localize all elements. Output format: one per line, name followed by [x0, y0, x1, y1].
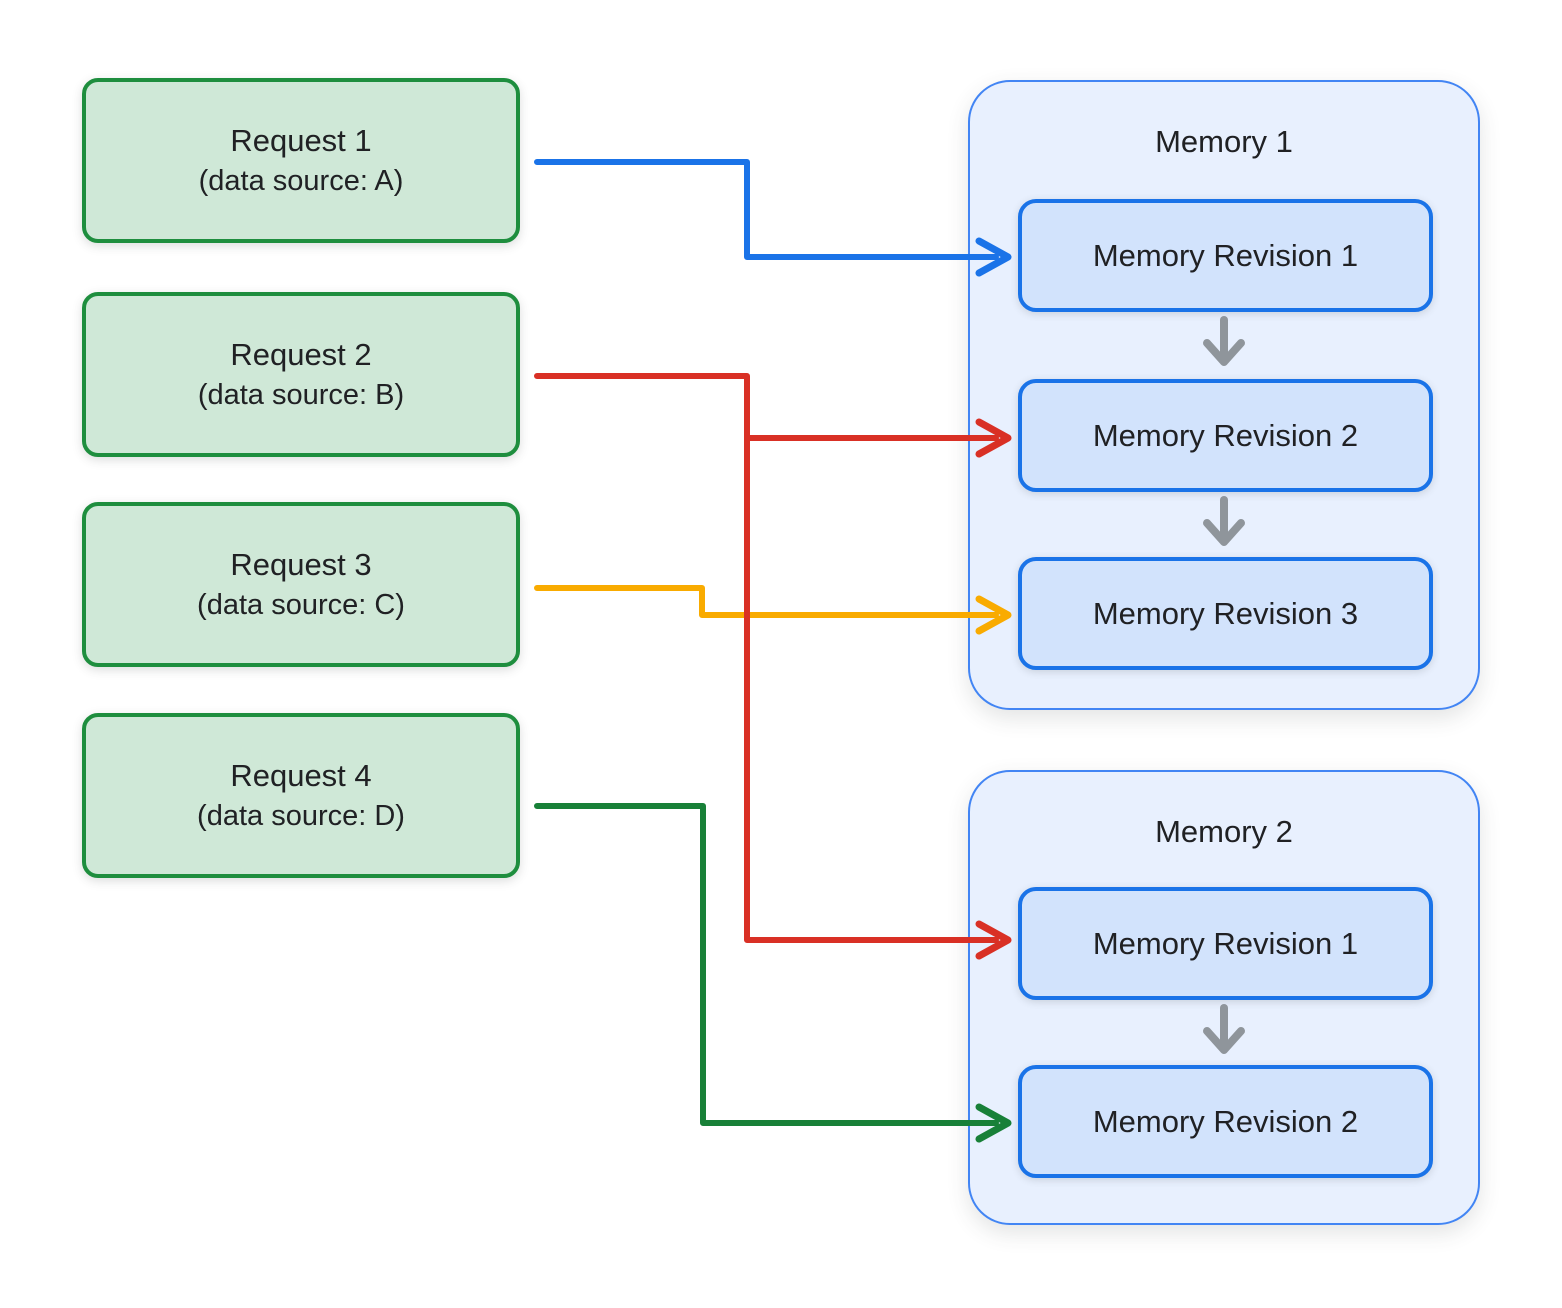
- request-1-source: (data source: A): [198, 164, 404, 197]
- memory-1-revision-3: Memory Revision 3: [1018, 557, 1433, 670]
- request-4-box: Request 4 (data source: D): [82, 713, 520, 878]
- request-4-label: Request 4: [230, 757, 372, 793]
- request-1-label: Request 1: [230, 122, 372, 158]
- request-3-box: Request 3 (data source: C): [82, 502, 520, 667]
- arrow-request4-to-memory2-rev2: [534, 803, 999, 1126]
- request-2-label: Request 2: [230, 336, 372, 372]
- request-3-source: (data source: C): [197, 588, 405, 621]
- request-2-source: (data source: B): [197, 378, 405, 411]
- arrow-request3-to-memory1-rev3: [534, 585, 999, 618]
- arrow-request1-to-memory1-rev1: [534, 159, 999, 260]
- memory-2-revision-2: Memory Revision 2: [1018, 1065, 1433, 1178]
- memory-2-revision-1: Memory Revision 1: [1018, 887, 1433, 1000]
- memory-1-title: Memory 1: [1155, 124, 1293, 159]
- memory-2-container: Memory 2 Memory Revision 1 Memory Revisi…: [968, 770, 1480, 1225]
- memory-2-title: Memory 2: [1155, 814, 1293, 849]
- request-2-box: Request 2 (data source: B): [82, 292, 520, 457]
- memory-1-container: Memory 1 Memory Revision 1 Memory Revisi…: [968, 80, 1480, 710]
- memory-1-revision-2: Memory Revision 2: [1018, 379, 1433, 492]
- memory-1-revision-1: Memory Revision 1: [1018, 199, 1433, 312]
- request-4-source: (data source: D): [197, 799, 405, 832]
- request-1-box: Request 1 (data source: A): [82, 78, 520, 243]
- request-3-label: Request 3: [230, 546, 372, 582]
- arrow-request2-to-memory2-rev1: [534, 373, 999, 943]
